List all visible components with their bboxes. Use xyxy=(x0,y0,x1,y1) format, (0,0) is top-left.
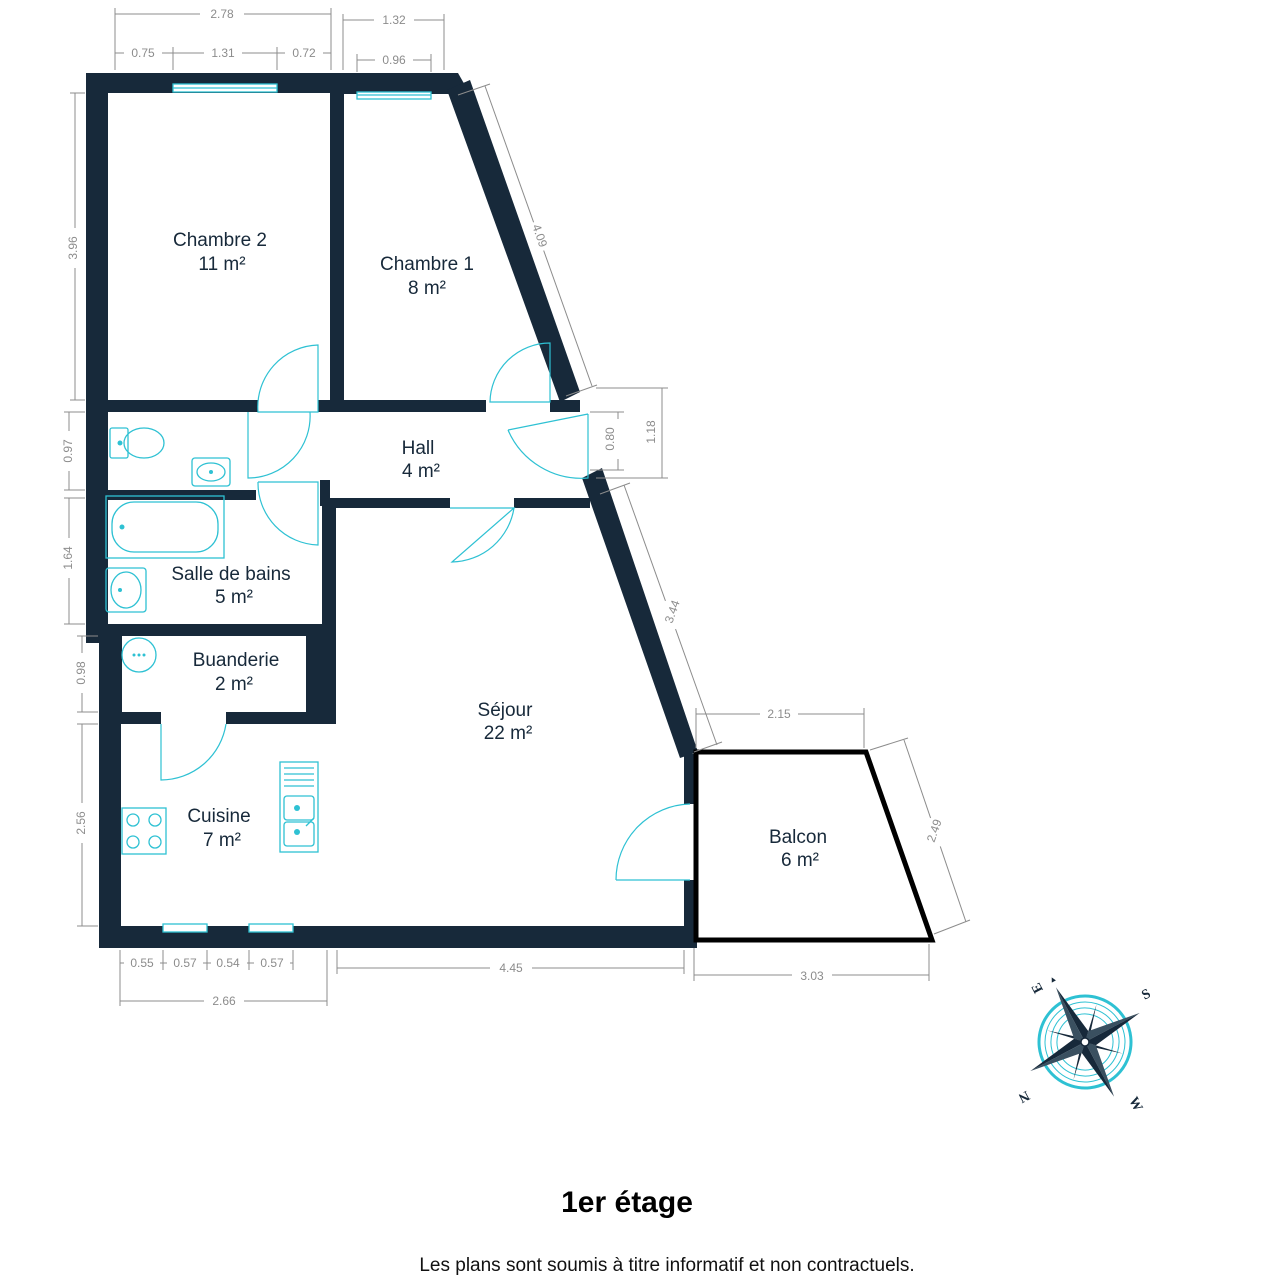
room-area-sejour: 22 m² xyxy=(484,723,533,744)
room-area-chambre1: 8 m² xyxy=(408,278,446,299)
dim-top-total-chambre2: 2.78 xyxy=(210,7,234,21)
room-name-buanderie: Buanderie xyxy=(193,650,280,671)
wall-chambre1-hall-c xyxy=(550,400,580,412)
bath-sink-icon xyxy=(105,567,147,613)
kitchen-sink-icon xyxy=(279,761,319,853)
wall-east-sejour xyxy=(582,468,698,758)
room-name-salle-de-bains: Salle de bains xyxy=(171,564,290,585)
dim-balcony-2-15: 2.15 xyxy=(767,707,791,721)
room-area-chambre2: 11 m² xyxy=(198,254,245,275)
dim-left-2-56: 2.56 xyxy=(74,811,88,835)
wall-chambre2-hall-b xyxy=(318,400,486,412)
wall-bath-east xyxy=(320,480,330,506)
wall-buanderie-west xyxy=(108,632,122,722)
balcony-outline xyxy=(693,749,936,943)
wall-west-upper xyxy=(86,73,108,643)
dim-bottom-0-54: 0.54 xyxy=(216,956,240,970)
dim-top-0-72: 0.72 xyxy=(292,46,316,60)
room-area-cuisine: 7 m² xyxy=(203,830,241,851)
disclaimer-note: Les plans sont soumis à titre informatif… xyxy=(419,1255,915,1276)
window-cuisine-2 xyxy=(248,923,294,933)
door-chambre1 xyxy=(489,342,551,403)
door-sejour xyxy=(450,507,516,563)
room-name-sejour: Séjour xyxy=(478,700,534,721)
compass-rose-icon: ▲ xyxy=(1030,973,1140,1097)
room-labels: Chambre 2 11 m² Chambre 1 8 m² Hall 4 m²… xyxy=(171,230,827,871)
toilet-icon xyxy=(109,427,165,459)
dim-bottom-4-45: 4.45 xyxy=(499,961,523,975)
dim-bottom-3-03: 3.03 xyxy=(800,969,824,983)
dim-top-1-32: 1.32 xyxy=(382,13,406,27)
wall-chambre-partition xyxy=(330,90,344,402)
dim-bottom-0-57b: 0.57 xyxy=(260,956,284,970)
compass-letter-w: W xyxy=(1125,1095,1145,1114)
wall-sejour-east-a xyxy=(684,754,696,804)
hand-sink-icon xyxy=(191,457,231,487)
wall-chambre2-hall-a xyxy=(86,400,258,412)
room-area-buanderie: 2 m² xyxy=(215,674,253,695)
dim-bottom-2-66: 2.66 xyxy=(212,994,236,1008)
dim-bottom-0-55: 0.55 xyxy=(130,956,154,970)
room-name-hall: Hall xyxy=(402,438,435,459)
room-name-cuisine: Cuisine xyxy=(187,806,250,827)
room-name-chambre2: Chambre 2 xyxy=(173,230,267,251)
window-cuisine-1 xyxy=(162,923,208,933)
wall-north-chambre1 xyxy=(330,73,470,94)
dim-right-0-80: 0.80 xyxy=(603,427,617,451)
dim-top-0-75: 0.75 xyxy=(131,46,155,60)
windows xyxy=(162,83,432,933)
wall-buanderie-east xyxy=(306,632,336,724)
compass-letter-e: E xyxy=(1029,980,1047,995)
compass-letter-n: N xyxy=(1016,1087,1032,1105)
door-buanderie xyxy=(160,723,227,781)
door-entrance xyxy=(507,413,589,479)
dim-left-3-96: 3.96 xyxy=(66,236,80,260)
wall-hall-sejour-b xyxy=(514,498,590,508)
wall-buanderie-south-b xyxy=(226,712,336,724)
door-chambre2 xyxy=(257,344,319,413)
walls xyxy=(86,73,698,948)
dim-left-0-98: 0.98 xyxy=(74,661,88,685)
wall-buanderie-south-a xyxy=(99,712,161,724)
dim-left-1-64: 1.64 xyxy=(61,546,75,570)
room-area-hall: 4 m² xyxy=(402,461,440,482)
cooktop-icon xyxy=(121,807,167,855)
wall-hall-sejour-a xyxy=(326,498,450,508)
room-area-salle-de-bains: 5 m² xyxy=(215,587,253,608)
dim-bottom-0-57a: 0.57 xyxy=(173,956,197,970)
room-area-balcon: 6 m² xyxy=(781,850,819,871)
dimension-lines: 2.78 0.75 1.31 0.72 1.32 0.96 3.96 0 xyxy=(60,6,971,1008)
dim-top-1-31: 1.31 xyxy=(211,46,235,60)
svg-text:▲: ▲ xyxy=(1047,973,1058,985)
dim-top-0-96: 0.96 xyxy=(382,53,406,67)
room-name-balcon: Balcon xyxy=(769,827,827,848)
wall-east-chambre1 xyxy=(447,80,580,402)
wall-wc-bath xyxy=(86,490,256,500)
wall-bath-buanderie xyxy=(86,624,336,636)
compass-letter-s: S xyxy=(1139,986,1153,1003)
dim-right-1-18: 1.18 xyxy=(644,420,658,444)
door-balcon xyxy=(615,803,691,881)
bathtub-icon xyxy=(105,495,225,559)
dim-left-0-97: 0.97 xyxy=(61,439,75,463)
floor-title: 1er étage xyxy=(561,1186,693,1219)
room-name-chambre1: Chambre 1 xyxy=(380,254,474,275)
door-bath-lower xyxy=(257,481,319,546)
fixtures xyxy=(105,427,319,855)
wall-sejour-east-b xyxy=(684,880,696,940)
washing-machine-icon xyxy=(121,637,157,673)
doors xyxy=(160,342,691,881)
door-bath-upper xyxy=(247,411,311,479)
